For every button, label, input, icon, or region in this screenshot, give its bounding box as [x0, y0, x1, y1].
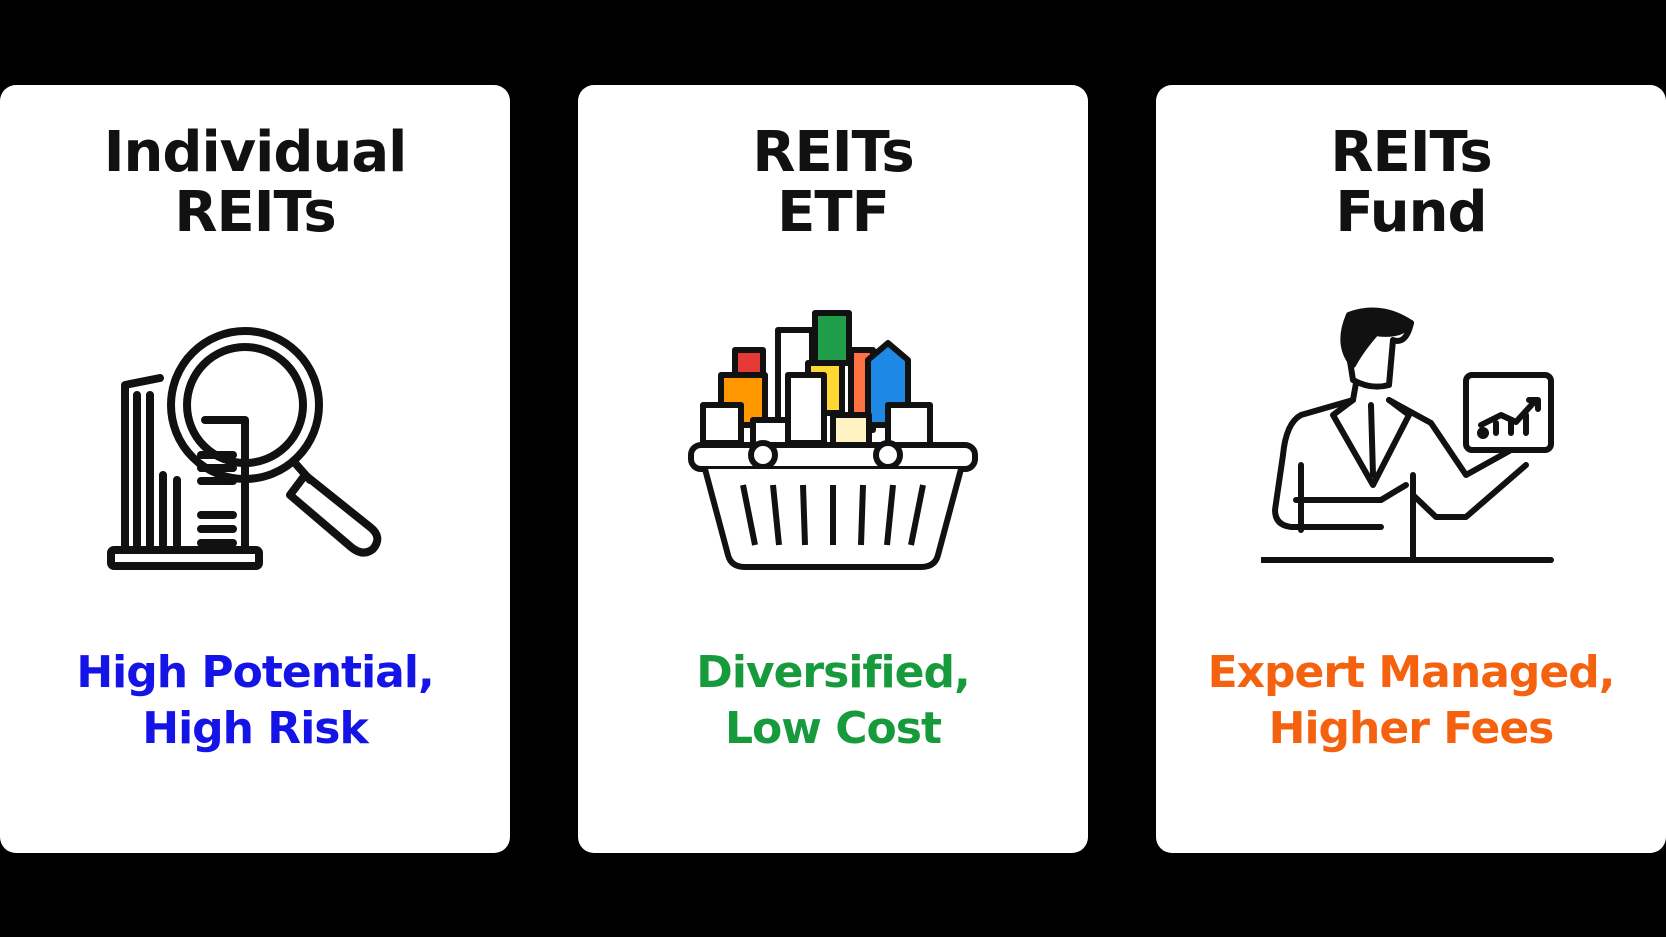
card-reits-etf: REITs ETF Diversified, Low Cost [578, 85, 1088, 853]
card-subtitle: High Potential, High Risk [0, 645, 510, 757]
subtitle-line: Low Cost [725, 703, 942, 754]
card-title: Individual REITs [0, 123, 510, 243]
magnifier-building-icon [107, 327, 382, 570]
title-line: REITs [174, 180, 336, 245]
subtitle-line: Expert Managed, [1207, 647, 1616, 698]
card-individual-reits: Individual REITs High Potential, High Ri… [0, 85, 510, 853]
card-subtitle: Expert Managed, Higher Fees [1156, 645, 1666, 757]
card-title: REITs ETF [578, 123, 1088, 243]
title-line: ETF [777, 180, 890, 245]
title-line: REITs [752, 120, 914, 185]
title-line: Fund [1335, 180, 1487, 245]
subtitle-line: Higher Fees [1268, 703, 1555, 754]
card-reits-fund: REITs Fund Expert Managed, Higher Fees [1156, 85, 1666, 853]
title-line: REITs [1330, 120, 1492, 185]
fund-manager-presenting-chart-icon [1261, 307, 1554, 563]
card-subtitle: Diversified, Low Cost [578, 645, 1088, 757]
subtitle-line: High Potential, [76, 647, 434, 698]
subtitle-line: Diversified, [696, 647, 970, 698]
subtitle-line: High Risk [142, 703, 368, 754]
card-title: REITs Fund [1156, 123, 1666, 243]
title-line: Individual [103, 120, 408, 185]
basket-of-buildings-icon [688, 310, 978, 570]
